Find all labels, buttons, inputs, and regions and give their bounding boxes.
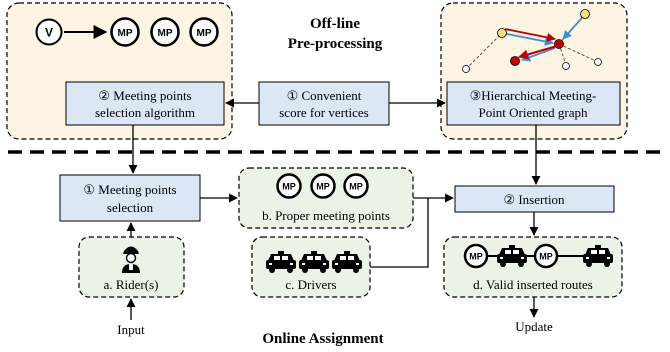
offline-title-line2: Pre-processing <box>288 36 383 52</box>
svg-text:MP: MP <box>316 182 330 192</box>
mp-selection-line2: selection <box>107 200 154 215</box>
rider-icon <box>122 246 140 273</box>
offline-title-line1: Off-line <box>310 16 360 32</box>
meeting-point-icon: MP <box>310 173 336 199</box>
svg-text:MP: MP <box>469 252 483 262</box>
input-label: Input <box>117 322 145 337</box>
hierarchical-graph-illustration <box>462 9 602 73</box>
meeting-point-icon: MP <box>110 17 140 47</box>
drivers-label: c. Drivers <box>285 277 336 292</box>
selection-algorithm-box <box>65 81 225 126</box>
vertex-icon: V <box>35 18 63 46</box>
valid-routes-panel <box>443 236 623 298</box>
hmpo-graph-line2: Point Oriented graph <box>478 105 588 120</box>
insertion-label: ② Insertion <box>503 192 565 207</box>
meeting-point-icon: MP <box>189 17 219 47</box>
proper-meeting-points-label: b. Proper meeting points <box>262 208 390 223</box>
convenient-score-box <box>258 81 390 126</box>
convenient-score-line2: score for vertices <box>279 105 369 120</box>
svg-text:MP: MP <box>197 28 212 39</box>
convenient-score-line1: ① Convenient <box>287 88 362 103</box>
selection-algorithm-line1: ② Meeting points <box>98 88 191 103</box>
selection-algorithm-line2: selection algorithm <box>95 105 195 120</box>
svg-text:V: V <box>45 26 53 40</box>
mp-selection-line1: ① Meeting points <box>83 182 176 197</box>
meeting-point-icon: MP <box>150 17 180 47</box>
hmpo-graph-line1: ③Hierarchical Meeting- <box>470 88 597 103</box>
insertion-box <box>454 185 615 213</box>
update-label: Update <box>515 319 553 334</box>
meeting-point-icon: MP <box>276 173 302 199</box>
valid-routes-label: d. Valid inserted routes <box>473 277 593 292</box>
svg-text:MP: MP <box>118 28 133 39</box>
online-title: Online Assignment <box>262 331 383 347</box>
meeting-point-icon: MP <box>343 173 369 199</box>
svg-text:MP: MP <box>282 182 296 192</box>
drivers-to-insertion-connector <box>370 198 429 268</box>
svg-text:MP: MP <box>539 252 553 262</box>
svg-text:MP: MP <box>158 28 173 39</box>
hmpo-graph-box <box>446 81 621 126</box>
route-illustration: MP MP <box>463 243 613 269</box>
svg-text:MP: MP <box>349 182 363 192</box>
mp-selection-box <box>59 174 201 222</box>
riders-label: a. Rider(s) <box>104 277 159 292</box>
